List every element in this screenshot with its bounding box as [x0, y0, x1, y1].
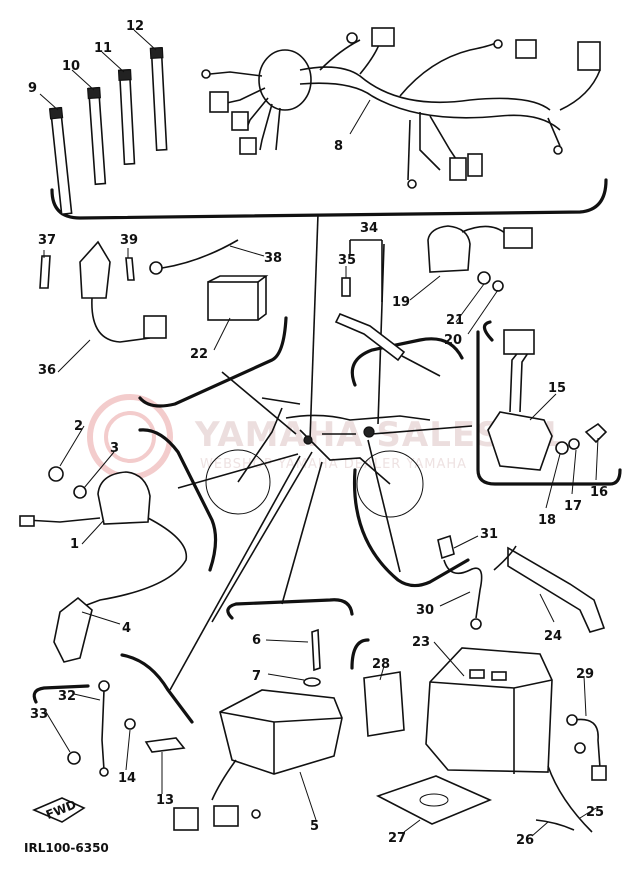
neutral-switch-and-lead: [31, 680, 186, 823]
callout-10: 10: [62, 59, 80, 74]
callout-30: 30: [416, 603, 434, 618]
callout-35: 35: [338, 253, 356, 268]
callout-17: 17: [564, 499, 582, 514]
callout-leaders: [39, 29, 599, 837]
callout-21: 21: [446, 313, 464, 328]
callout-16: 16: [590, 485, 608, 500]
callout-34: 34: [360, 221, 378, 236]
battery: [363, 647, 607, 833]
callout-15: 15: [548, 381, 566, 396]
starter-relay: [427, 225, 533, 292]
callout-22: 22: [190, 347, 208, 362]
group-boundaries: [32, 178, 622, 724]
drawing-code: IRL100-6350: [24, 841, 109, 855]
callout-29: 29: [576, 667, 594, 682]
callout-20: 20: [444, 333, 462, 348]
callout-5: 5: [310, 819, 319, 834]
callout-6: 6: [252, 633, 261, 648]
motorcycle-silhouette: [205, 397, 431, 518]
callout-31: 31: [480, 527, 498, 542]
callout-9: 9: [28, 81, 37, 96]
callout-24: 24: [544, 629, 562, 644]
callout-36: 36: [38, 363, 56, 378]
callout-3: 3: [110, 441, 119, 456]
callout-7: 7: [252, 669, 261, 684]
cable-bands: [48, 46, 168, 216]
battery-box: [437, 534, 606, 633]
wire-harness: [201, 27, 601, 189]
callout-37: 37: [38, 233, 56, 248]
callout-32: 32: [58, 689, 76, 704]
callout-2: 2: [74, 419, 83, 434]
callout-33: 33: [30, 707, 48, 722]
callout-4: 4: [122, 621, 131, 636]
callout-13: 13: [156, 793, 174, 808]
callout-numbers: 9 10 11 12 8 37 39 38 22 36 34 35 19 21 …: [28, 19, 608, 848]
callout-1: 1: [70, 537, 79, 552]
callout-28: 28: [372, 657, 390, 672]
callout-8: 8: [334, 139, 343, 154]
callout-19: 19: [392, 295, 410, 310]
callout-12: 12: [126, 19, 144, 34]
cdi-unit: [173, 628, 343, 831]
callout-27: 27: [388, 831, 406, 846]
ignition-coil: [19, 466, 188, 663]
callout-38: 38: [264, 251, 282, 266]
rectifier-regulator: [487, 329, 608, 471]
callout-26: 26: [516, 833, 534, 848]
main-switch-and-relays: [39, 239, 269, 343]
callout-14: 14: [118, 771, 136, 786]
callout-23: 23: [412, 635, 430, 650]
callout-39: 39: [120, 233, 138, 248]
callout-11: 11: [94, 41, 112, 56]
callout-25: 25: [586, 805, 604, 820]
callout-18: 18: [538, 513, 556, 528]
